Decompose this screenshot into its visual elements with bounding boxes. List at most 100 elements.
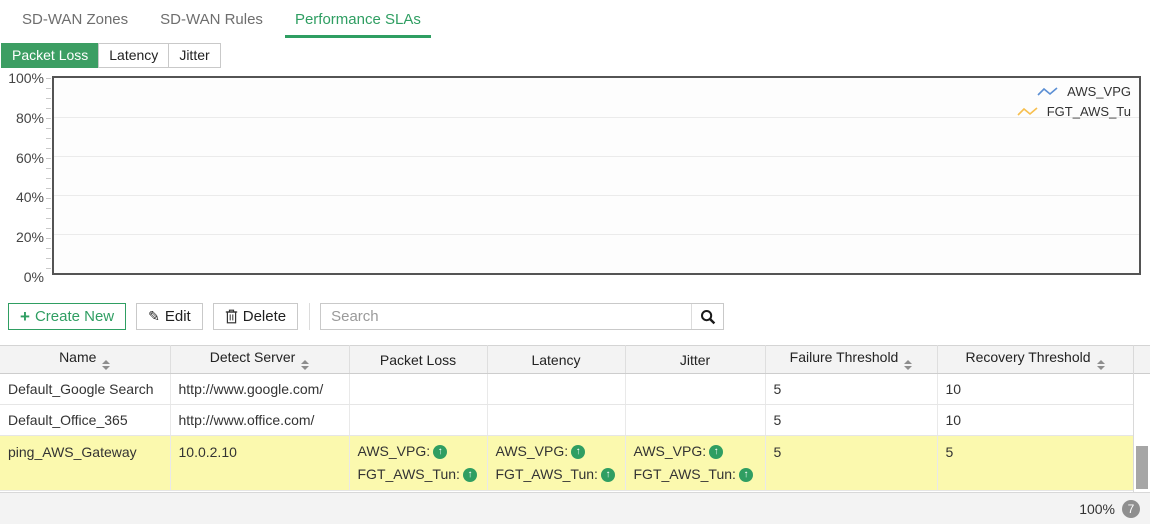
member-status: FGT_AWS_Tun: ↑ xyxy=(358,463,479,486)
cell-failure-threshold: 5 xyxy=(765,373,938,405)
member-label: FGT_AWS_Tun: xyxy=(357,466,460,482)
column-header-jitter[interactable]: Jitter xyxy=(625,345,766,374)
table-row-default-google-search[interactable]: Default_Google Search http://www.google.… xyxy=(0,373,1134,405)
link-up-icon: ↑ xyxy=(600,467,615,482)
column-header-name[interactable]: Name xyxy=(0,345,171,374)
member-status: AWS_VPG: ↑ xyxy=(358,440,479,463)
y-axis-tick: 100% xyxy=(8,70,44,86)
gridline xyxy=(54,117,1139,118)
sort-icon xyxy=(301,360,310,370)
subtab-jitter[interactable]: Jitter xyxy=(168,43,221,68)
column-label: Recovery Threshold xyxy=(965,349,1091,365)
member-label: AWS_VPG: xyxy=(495,443,569,459)
create-new-button[interactable]: + Create New xyxy=(8,303,127,330)
tab-sd-wan-rules[interactable]: SD-WAN Rules xyxy=(160,11,263,28)
status-bar: 100% 7 xyxy=(0,492,1150,524)
packet-loss-chart: 100% 80% 60% 40% 20% 0% AWS_VPG FGT_AWS_… xyxy=(0,68,1150,289)
column-header-packet-loss[interactable]: Packet Loss xyxy=(349,345,488,374)
cell-name: Default_Google Search xyxy=(0,373,171,405)
legend-label: FGT_AWS_Tu xyxy=(1046,104,1131,119)
edit-button[interactable]: ✎ Edit xyxy=(136,303,203,330)
legend-label: AWS_VPG xyxy=(1067,84,1131,99)
cell-recovery-threshold: 10 xyxy=(937,373,1134,405)
column-header-failure-threshold[interactable]: Failure Threshold xyxy=(765,345,938,374)
cell-detect-server: http://www.google.com/ xyxy=(170,373,350,405)
sla-table-wrap: Name Detect Server Packet Loss Latency J… xyxy=(0,345,1150,492)
zoom-level: 100% xyxy=(1079,500,1115,517)
column-label: Failure Threshold xyxy=(789,349,899,365)
y-axis-tick: 0% xyxy=(23,269,44,285)
link-up-icon: ↑ xyxy=(433,444,448,459)
cell-detect-server: 10.0.2.10 xyxy=(170,435,350,491)
plus-icon: + xyxy=(20,307,30,326)
gridline xyxy=(54,195,1139,196)
column-label: Detect Server xyxy=(209,349,296,365)
tab-sd-wan-zones[interactable]: SD-WAN Zones xyxy=(22,11,129,28)
cell-latency xyxy=(487,373,626,405)
scrollbar-thumb[interactable] xyxy=(1136,446,1148,489)
column-header-detect-server[interactable]: Detect Server xyxy=(170,345,350,374)
cell-jitter: AWS_VPG: ↑ FGT_AWS_Tun: ↑ xyxy=(625,435,766,491)
column-header-recovery-threshold[interactable]: Recovery Threshold xyxy=(937,345,1134,374)
gridline xyxy=(54,156,1139,157)
link-up-icon: ↑ xyxy=(462,467,477,482)
table-row-default-office-365[interactable]: Default_Office_365 http://www.office.com… xyxy=(0,404,1134,436)
cell-name: ping_AWS_Gateway xyxy=(0,435,171,491)
toolbar-divider xyxy=(309,303,311,330)
sort-icon xyxy=(1096,360,1105,370)
gridline xyxy=(54,234,1139,235)
y-axis-tick: 40% xyxy=(15,189,44,205)
metric-subtabs: Packet Loss Latency Jitter xyxy=(1,43,1150,68)
delete-button[interactable]: Delete xyxy=(212,303,299,330)
cell-detect-server: http://www.office.com/ xyxy=(170,404,350,436)
cell-name: Default_Office_365 xyxy=(0,404,171,436)
tab-performance-slas[interactable]: Performance SLAs xyxy=(284,0,431,38)
column-label: Jitter xyxy=(679,351,711,368)
member-label: FGT_AWS_Tun: xyxy=(633,466,736,482)
cell-failure-threshold: 5 xyxy=(765,404,938,436)
sort-icon xyxy=(102,360,111,370)
member-label: AWS_VPG: xyxy=(633,443,707,459)
member-status: FGT_AWS_Tun: ↑ xyxy=(496,463,617,486)
line-series-icon xyxy=(1037,86,1058,96)
subtab-latency[interactable]: Latency xyxy=(98,43,170,68)
trash-icon xyxy=(225,309,237,324)
search-input[interactable] xyxy=(321,304,692,329)
table-row-ping-aws-gateway[interactable]: ping_AWS_Gateway 10.0.2.10 AWS_VPG: ↑ FG… xyxy=(0,435,1134,491)
member-status: AWS_VPG: ↑ xyxy=(634,440,757,463)
sla-table: Name Detect Server Packet Loss Latency J… xyxy=(0,345,1134,491)
y-axis-tick: 60% xyxy=(15,150,44,166)
edit-label: Edit xyxy=(164,308,191,325)
member-status: AWS_VPG: ↑ xyxy=(496,440,617,463)
y-axis-tick: 20% xyxy=(15,229,44,245)
cell-failure-threshold: 5 xyxy=(765,435,938,491)
cell-packet-loss: AWS_VPG: ↑ FGT_AWS_Tun: ↑ xyxy=(349,435,488,491)
sort-icon xyxy=(904,360,913,370)
y-axis-minor-ticks xyxy=(46,78,51,278)
search-button[interactable] xyxy=(691,304,724,329)
column-header-latency[interactable]: Latency xyxy=(487,345,626,374)
cell-packet-loss xyxy=(349,373,488,405)
line-series-icon xyxy=(1017,106,1038,116)
search-icon xyxy=(700,309,715,324)
link-up-icon: ↑ xyxy=(738,467,753,482)
subtab-packet-loss[interactable]: Packet Loss xyxy=(1,43,100,68)
column-label: Name xyxy=(59,349,97,365)
delete-label: Delete xyxy=(242,308,287,325)
table-scrollbar xyxy=(1133,345,1150,492)
link-up-icon: ↑ xyxy=(709,444,724,459)
column-label: Packet Loss xyxy=(379,351,457,368)
entry-count-badge: 7 xyxy=(1122,499,1140,518)
chart-legend: AWS_VPG FGT_AWS_Tu xyxy=(1017,84,1131,124)
chart-plot-area: AWS_VPG FGT_AWS_Tu xyxy=(52,76,1141,275)
scrollbar-header-spacer xyxy=(1134,345,1150,374)
y-axis-tick: 80% xyxy=(15,110,44,126)
link-up-icon: ↑ xyxy=(571,444,586,459)
legend-item-aws-vpg[interactable]: AWS_VPG xyxy=(1017,84,1131,99)
table-toolbar: + Create New ✎ Edit Delete xyxy=(8,303,1150,330)
cell-recovery-threshold: 10 xyxy=(937,404,1134,436)
cell-jitter xyxy=(625,373,766,405)
legend-item-fgt-aws-tun[interactable]: FGT_AWS_Tu xyxy=(1017,104,1131,119)
cell-packet-loss xyxy=(349,404,488,436)
create-new-label: Create New xyxy=(34,308,115,325)
